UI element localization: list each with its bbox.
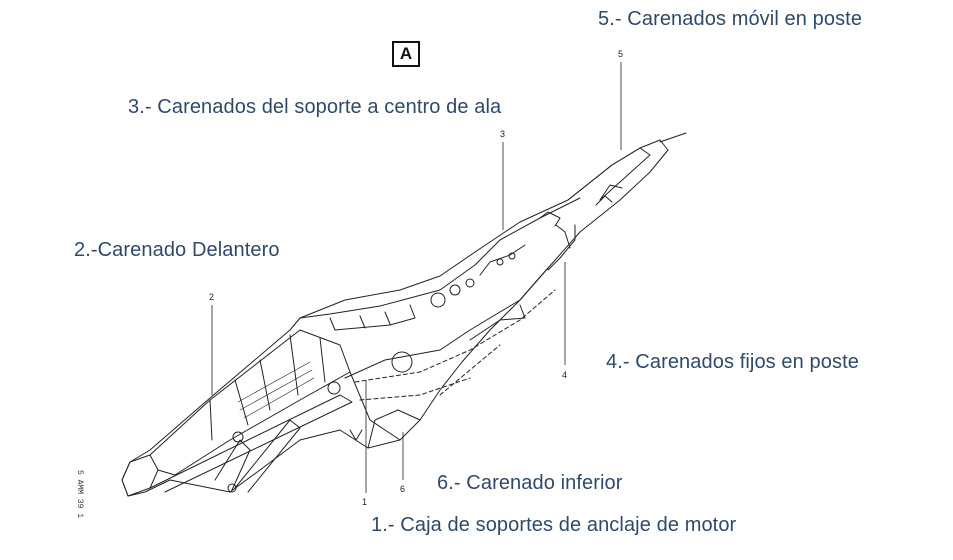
callout-number-2: 2 bbox=[209, 292, 214, 302]
callout-number-1: 1 bbox=[362, 497, 367, 507]
label-pylon-to-wing-center-fairings: 3.- Carenados del soporte a centro de al… bbox=[128, 96, 502, 118]
engine-mount-box bbox=[344, 267, 549, 379]
label-movable-pylon-fairings: 5.- Carenados móvil en poste bbox=[598, 8, 863, 30]
lower-fairing bbox=[367, 409, 421, 449]
lower-strut bbox=[149, 394, 353, 493]
label-lower-fairing: 6.- Carenado inferior bbox=[437, 472, 623, 494]
view-marker: A bbox=[392, 41, 420, 67]
drawing-reference-code: 5 AMM 39 1 bbox=[75, 470, 84, 519]
label-engine-mount-box: 1.- Caja de soportes de anclaje de motor bbox=[371, 514, 737, 536]
tail-probe bbox=[659, 132, 687, 143]
label-fixed-pylon-fairings: 4.- Carenados fijos en poste bbox=[606, 351, 859, 373]
callout-number-4: 4 bbox=[562, 370, 567, 380]
label-forward-fairing: 2.-Carenado Delantero bbox=[74, 239, 280, 261]
movable-pylon-fairing bbox=[567, 147, 651, 201]
callout-number-3: 3 bbox=[500, 129, 505, 139]
nose-cone bbox=[121, 454, 159, 497]
wing-center-fairing bbox=[299, 197, 581, 319]
pylon-outline bbox=[121, 139, 669, 497]
forward-fairing bbox=[149, 329, 351, 476]
callout-number-5: 5 bbox=[618, 49, 623, 59]
fixed-pylon-fairing bbox=[469, 304, 526, 341]
callout-number-6: 6 bbox=[400, 484, 405, 494]
